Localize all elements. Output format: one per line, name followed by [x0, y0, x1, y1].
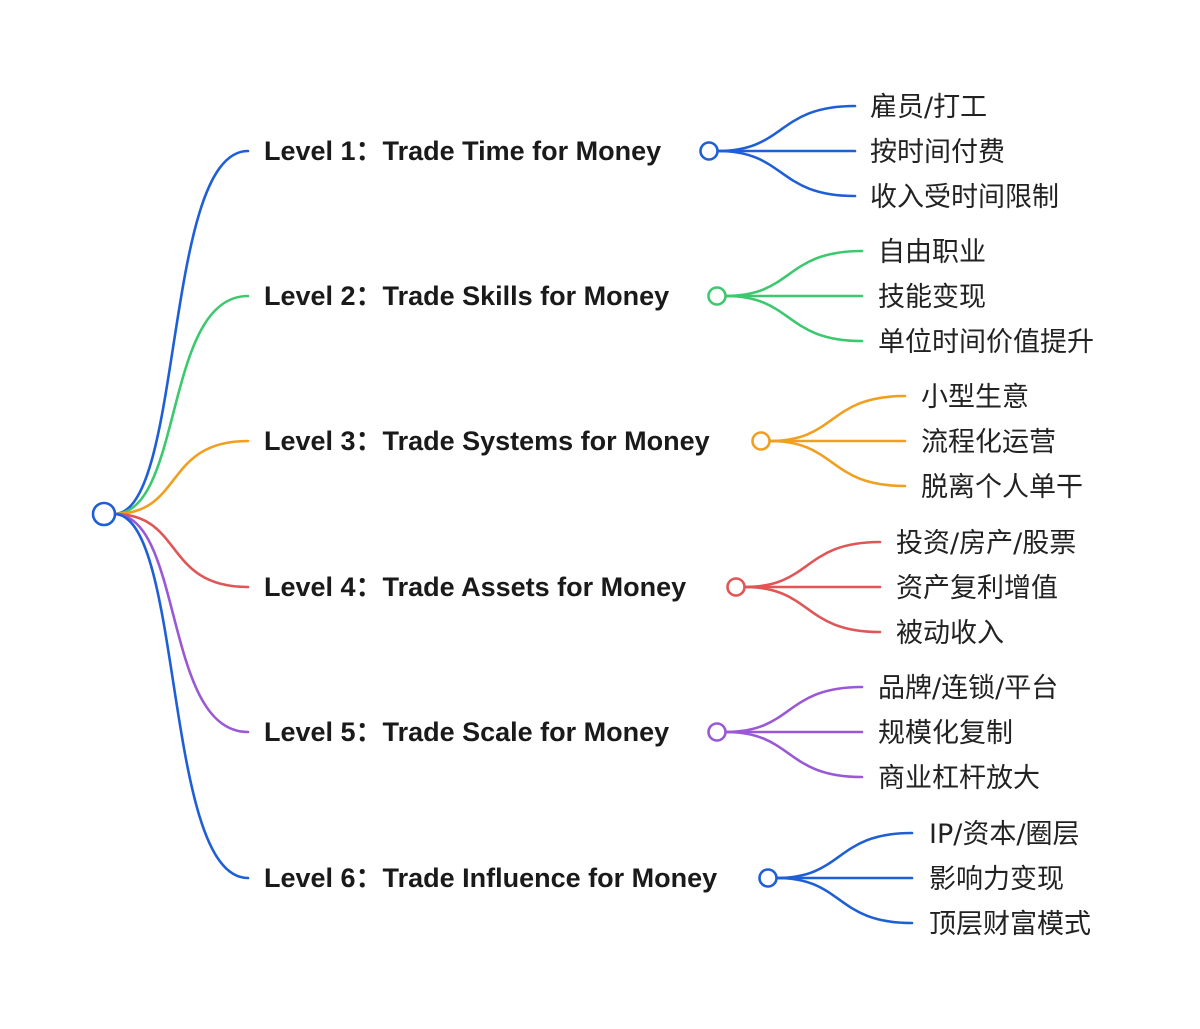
level-3-child-3-label: 脱离个人单干: [921, 472, 1083, 503]
level-1-child-1-label: 雇员/打工: [870, 92, 987, 123]
level-4-child-2-label: 资产复利增值: [896, 573, 1058, 604]
level-2-child-2-label: 技能变现: [878, 282, 986, 313]
root-edge-level-3: [112, 439, 250, 516]
level-2-label: Level 2：Trade Skills for Money: [264, 281, 669, 311]
leaf-edge-3-3: [768, 439, 907, 488]
leaf-edges: [716, 104, 914, 925]
leaf-edge-1-1: [716, 104, 857, 153]
level-5-child-3-label: 商业杠杆放大: [878, 763, 1040, 794]
leaf-edge-1-3: [716, 149, 857, 198]
node-dots: [91, 141, 778, 888]
labels: Level 1：Trade Time for Money 雇员/打工按时间付费收入…: [264, 92, 1094, 940]
level-1-node[interactable]: [699, 141, 719, 161]
level-2-node[interactable]: [707, 286, 727, 306]
level-1-child-2-label: 按时间付费: [870, 137, 1005, 168]
root-edge-level-1: [112, 149, 250, 516]
level-4-label: Level 4：Trade Assets for Money: [264, 572, 686, 602]
leaf-edge-5-1: [724, 685, 864, 734]
level-3-child-2-label: 流程化运营: [921, 427, 1056, 458]
level-6-child-3-label: 顶层财富模式: [929, 909, 1091, 940]
root-edges: [112, 149, 250, 880]
leaf-edge-4-1: [743, 540, 882, 589]
leaf-edge-2-1: [724, 249, 864, 298]
level-1-child-3-label: 收入受时间限制: [870, 182, 1059, 213]
level-2-child-1-label: 自由职业: [878, 237, 986, 268]
level-5-node[interactable]: [707, 722, 727, 742]
level-3-node[interactable]: [751, 431, 771, 451]
level-6-node[interactable]: [758, 868, 778, 888]
root-edge-level-2: [112, 294, 250, 516]
level-5-child-1-label: 品牌/连锁/平台: [878, 673, 1058, 704]
level-5-label: Level 5：Trade Scale for Money: [264, 717, 669, 747]
level-4-node[interactable]: [726, 577, 746, 597]
leaf-edge-6-3: [775, 876, 914, 925]
leaf-edge-3-1: [768, 394, 907, 443]
level-4-child-1-label: 投资/房产/股票: [896, 528, 1076, 559]
leaf-edge-6-1: [775, 831, 914, 880]
level-6-child-1-label: IP/资本/圈层: [929, 819, 1079, 850]
level-5-child-2-label: 规模化复制: [878, 718, 1013, 749]
level-6-label: Level 6：Trade Influence for Money: [264, 863, 717, 893]
leaf-edge-2-3: [724, 294, 864, 343]
level-1-label: Level 1：Trade Time for Money: [264, 136, 661, 166]
level-4-child-3-label: 被动收入: [896, 618, 1004, 649]
level-3-label: Level 3：Trade Systems for Money: [264, 426, 710, 456]
root-edge-level-5: [112, 512, 250, 734]
root-edge-level-6: [112, 512, 250, 880]
root-node[interactable]: [91, 501, 117, 527]
level-2-child-3-label: 单位时间价值提升: [878, 327, 1094, 358]
level-3-child-1-label: 小型生意: [921, 382, 1029, 413]
root-edge-level-4: [112, 512, 250, 589]
leaf-edge-5-3: [724, 730, 864, 779]
level-6-child-2-label: 影响力变现: [929, 864, 1064, 895]
leaf-edge-4-3: [743, 585, 882, 634]
